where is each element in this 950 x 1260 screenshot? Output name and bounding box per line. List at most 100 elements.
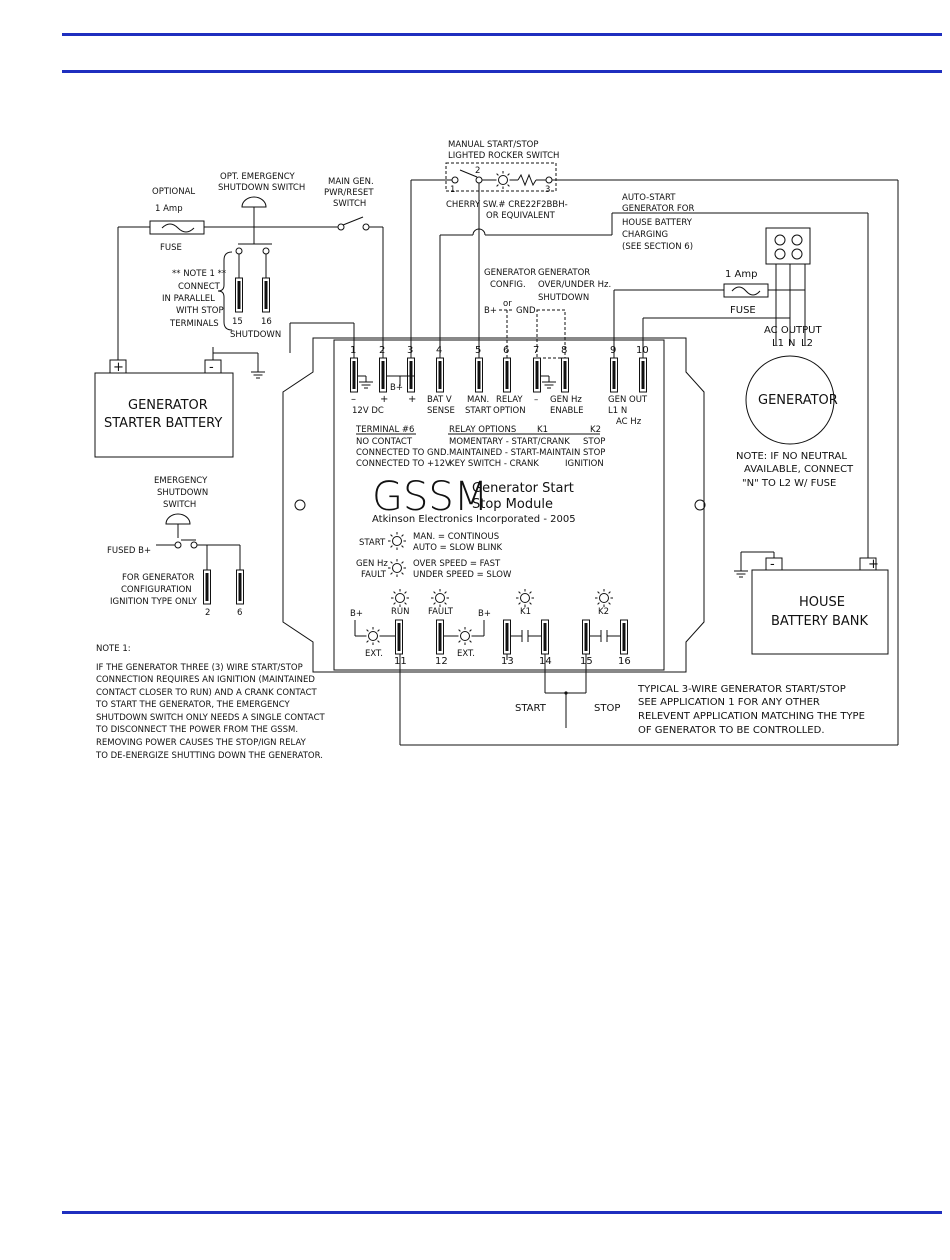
diagram-label: K2 bbox=[598, 607, 609, 617]
diagram-label: Generator Start bbox=[472, 481, 574, 496]
diagram-label: GENERATOR bbox=[484, 268, 536, 278]
diagram-label: FUSE bbox=[730, 305, 756, 316]
diagram-label: PWR/RESET bbox=[324, 188, 374, 198]
diagram-label: UNDER SPEED = SLOW bbox=[413, 570, 512, 580]
diagram-label: - bbox=[770, 557, 775, 572]
diagram-label: 15 bbox=[580, 656, 593, 667]
diagram-label: L2 bbox=[801, 338, 813, 349]
manual-switch-label: MANUAL START/STOP bbox=[448, 140, 538, 150]
diagram-label: 11 bbox=[394, 656, 407, 667]
diagram-label: START bbox=[359, 538, 386, 548]
diagram-label: + bbox=[380, 394, 388, 405]
starter-battery bbox=[94, 372, 234, 458]
diagram-label: CONFIGURATION bbox=[121, 585, 192, 595]
diagram-label: 1 bbox=[450, 185, 455, 195]
top-rule-2 bbox=[62, 70, 942, 73]
diagram-label: EXT. bbox=[365, 649, 383, 659]
diagram-label: 14 bbox=[539, 656, 552, 667]
diagram-label: 3 bbox=[545, 185, 550, 195]
diagram-label: SHUTDOWN bbox=[157, 488, 208, 498]
diagram-label: – bbox=[351, 394, 356, 405]
diagram-label: SHUTDOWN SWITCH bbox=[218, 183, 305, 193]
diagram-label: CONNECTION REQUIRES AN IGNITION (MAINTAI… bbox=[96, 675, 315, 685]
bottom-terminals bbox=[354, 531, 628, 655]
diagram-label: IN PARALLEL bbox=[162, 294, 215, 304]
diagram-label: CONTACT CLOSER TO RUN) AND A CRANK CONTA… bbox=[96, 688, 318, 698]
diagram-label: L1 bbox=[772, 338, 784, 349]
diagram-label: IF THE GENERATOR THREE (3) WIRE START/ST… bbox=[96, 663, 303, 673]
diagram-label: or bbox=[503, 299, 512, 309]
diagram-label: NO CONTACT bbox=[356, 437, 413, 447]
diagram-label: SWITCH bbox=[163, 500, 196, 510]
diagram-label: STOP bbox=[583, 437, 605, 447]
diagram-label: CONFIG. bbox=[490, 280, 526, 290]
bottom-rule bbox=[62, 1211, 942, 1214]
diagram-label: 12 bbox=[435, 656, 448, 667]
diagram-label: 10 bbox=[636, 345, 649, 356]
house-battery bbox=[751, 569, 889, 655]
diagram-label: 1 Amp bbox=[155, 204, 183, 214]
diagram-label: RUN bbox=[391, 607, 410, 617]
diagram-label: NOTE: IF NO NEUTRAL bbox=[736, 451, 847, 462]
diagram-label: GEN OUT bbox=[608, 395, 648, 405]
diagram-label: OPT. EMERGENCY bbox=[220, 172, 295, 182]
gssm-module bbox=[282, 337, 706, 673]
diagram-label: START bbox=[515, 703, 547, 714]
diagram-label: FAULT bbox=[361, 570, 387, 580]
diagram-label: 2 bbox=[475, 166, 480, 176]
diagram-label: STOP bbox=[583, 448, 605, 458]
diagram-label: B+ bbox=[484, 306, 497, 316]
top-rule-1 bbox=[62, 33, 942, 36]
gssm-logo-text: GSSM bbox=[372, 474, 488, 520]
diagram-label: OR EQUIVALENT bbox=[486, 211, 556, 221]
diagram-label: OPTION bbox=[493, 406, 526, 416]
diagram-label: B+ bbox=[478, 609, 491, 619]
diagram-label: L1 N bbox=[608, 406, 627, 416]
top-terminals bbox=[350, 357, 647, 393]
manual-rocker-switch bbox=[445, 162, 557, 192]
diagram-label: START bbox=[465, 406, 492, 416]
diagram-label: MAN. = CONTINOUS bbox=[413, 532, 499, 542]
diagram-label: 6 bbox=[503, 345, 509, 356]
diagram-label: MAINTAINED - START-MAINTAIN bbox=[449, 448, 580, 458]
diagram-label: LIGHTED ROCKER SWITCH bbox=[448, 151, 559, 161]
diagram-label: BAT V bbox=[427, 395, 452, 405]
diagram-label: Stop Module bbox=[472, 497, 553, 512]
diagram-label: AC Hz bbox=[616, 417, 642, 427]
wiring bbox=[94, 162, 899, 746]
diagram-label: FAULT bbox=[428, 607, 454, 617]
diagram-label: 6 bbox=[237, 608, 242, 618]
diagram-label: OVER/UNDER Hz. bbox=[538, 280, 611, 290]
diagram-label: SHUTDOWN bbox=[230, 330, 281, 340]
diagram-label: AUTO = SLOW BLINK bbox=[413, 543, 503, 553]
diagram-label: AVAILABLE, CONNECT bbox=[744, 464, 854, 475]
diagram-label: RELEVENT APPLICATION MATCHING THE TYPE bbox=[638, 711, 865, 722]
diagram-label: + bbox=[868, 557, 879, 572]
diagram-label: TYPICAL 3-WIRE GENERATOR START/STOP bbox=[637, 684, 846, 695]
diagram-label: MOMENTARY - START/CRANK bbox=[449, 437, 570, 447]
diagram-label: SEE APPLICATION 1 FOR ANY OTHER bbox=[638, 697, 820, 708]
diagram-label: 12V DC bbox=[352, 406, 384, 416]
mount-hole-right bbox=[694, 499, 706, 511]
diagram-label: KEY SWITCH - CRANK bbox=[449, 459, 539, 469]
diagram-label: FUSE bbox=[160, 243, 182, 253]
diagram-label: AC OUTPUT bbox=[764, 325, 822, 336]
diagram-labels: MANUAL START/STOP LIGHTED ROCKER SWITCH … bbox=[95, 140, 879, 761]
diagram-label: GENERATOR bbox=[758, 393, 838, 408]
diagram-label: SWITCH bbox=[333, 199, 366, 209]
diagram-label: TO DISCONNECT THE POWER FROM THE GSSM. bbox=[95, 725, 298, 735]
diagram-label: ENABLE bbox=[550, 406, 583, 416]
diagram-label: + bbox=[113, 360, 124, 375]
diagram-label: OPTIONAL bbox=[152, 187, 195, 197]
diagram-label: CONNECT bbox=[178, 282, 221, 292]
diagram-label: MAN. bbox=[467, 395, 489, 405]
diagram-label: IGNITION bbox=[565, 459, 604, 469]
diagram-label: TO DE-ENERGIZE SHUTTING DOWN THE GENERAT… bbox=[95, 751, 323, 761]
diagram-label: IGNITION TYPE ONLY bbox=[110, 597, 198, 607]
diagram-label: – bbox=[534, 395, 538, 405]
diagram-label: CONNECTED TO +12V bbox=[356, 459, 451, 469]
diagram-label: TERMINAL #6 bbox=[355, 425, 414, 435]
diagram-label: 4 bbox=[436, 345, 442, 356]
diagram-label: - bbox=[209, 360, 214, 375]
